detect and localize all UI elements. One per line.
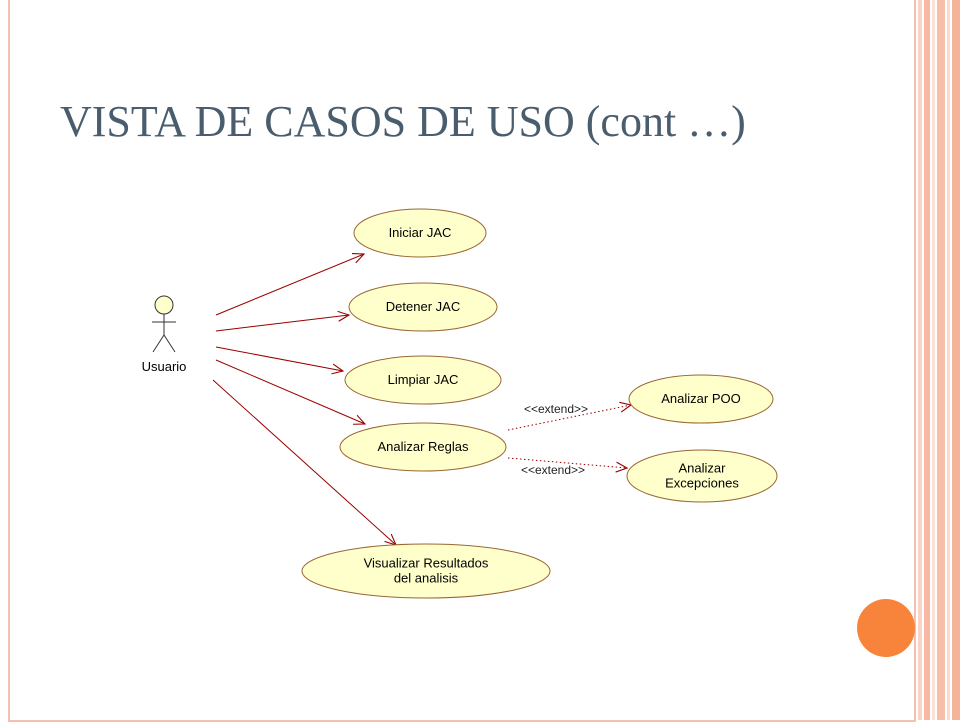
extend-line-analizar-poo (507, 405, 631, 431)
decor-stripe (924, 0, 930, 720)
orange-bullet (857, 599, 915, 657)
use-case-iniciar: Iniciar JAC (353, 208, 487, 258)
extend-label: <<extend>> (521, 463, 585, 477)
use-case-ellipse (626, 449, 778, 503)
actor-label: Usuario (142, 359, 187, 374)
use-case-detener: Detener JAC (348, 282, 498, 332)
use-case-label: Visualizar Resultados (364, 556, 489, 571)
use-case-analizar-reglas: Analizar Reglas (339, 422, 507, 472)
use-case-label: Excepciones (665, 476, 739, 491)
use-case-limpiar: Limpiar JAC (344, 355, 502, 405)
actor-left-leg (152, 334, 165, 353)
association-line-analizar-reglas (215, 359, 365, 424)
use-case-ellipse (344, 355, 502, 405)
use-case-label: Limpiar JAC (388, 372, 459, 387)
decor-stripe (932, 0, 935, 720)
actor-right-leg (163, 334, 176, 353)
use-case-ellipse (628, 374, 774, 424)
use-case-label: del analisis (394, 571, 459, 586)
use-case-label: Detener JAC (386, 299, 460, 314)
decor-stripe (918, 0, 922, 720)
association-line-visualizar (212, 379, 396, 545)
use-case-analizar-poo: Analizar POO (628, 374, 774, 424)
use-case-ellipse (339, 422, 507, 472)
use-case-ellipse (353, 208, 487, 258)
association-line-iniciar (215, 254, 364, 316)
actor-usuario: Usuario (142, 295, 187, 374)
extend-label: <<extend>> (524, 402, 588, 416)
use-case-label: Analizar POO (661, 391, 740, 406)
use-case-ellipse (348, 282, 498, 332)
actor-head (154, 295, 174, 315)
use-case-ellipse (301, 543, 551, 599)
association-line-detener (215, 315, 349, 332)
use-case-label: Analizar Reglas (377, 439, 469, 454)
association-line-limpiar (215, 346, 343, 371)
use-case-label: Iniciar JAC (389, 225, 452, 240)
decor-stripe (947, 0, 950, 720)
decor-stripe (937, 0, 945, 720)
slide-title: VISTA DE CASOS DE USO (cont …) (60, 97, 746, 146)
decor-stripe (952, 0, 960, 720)
use-case-label: Analizar (679, 461, 727, 476)
